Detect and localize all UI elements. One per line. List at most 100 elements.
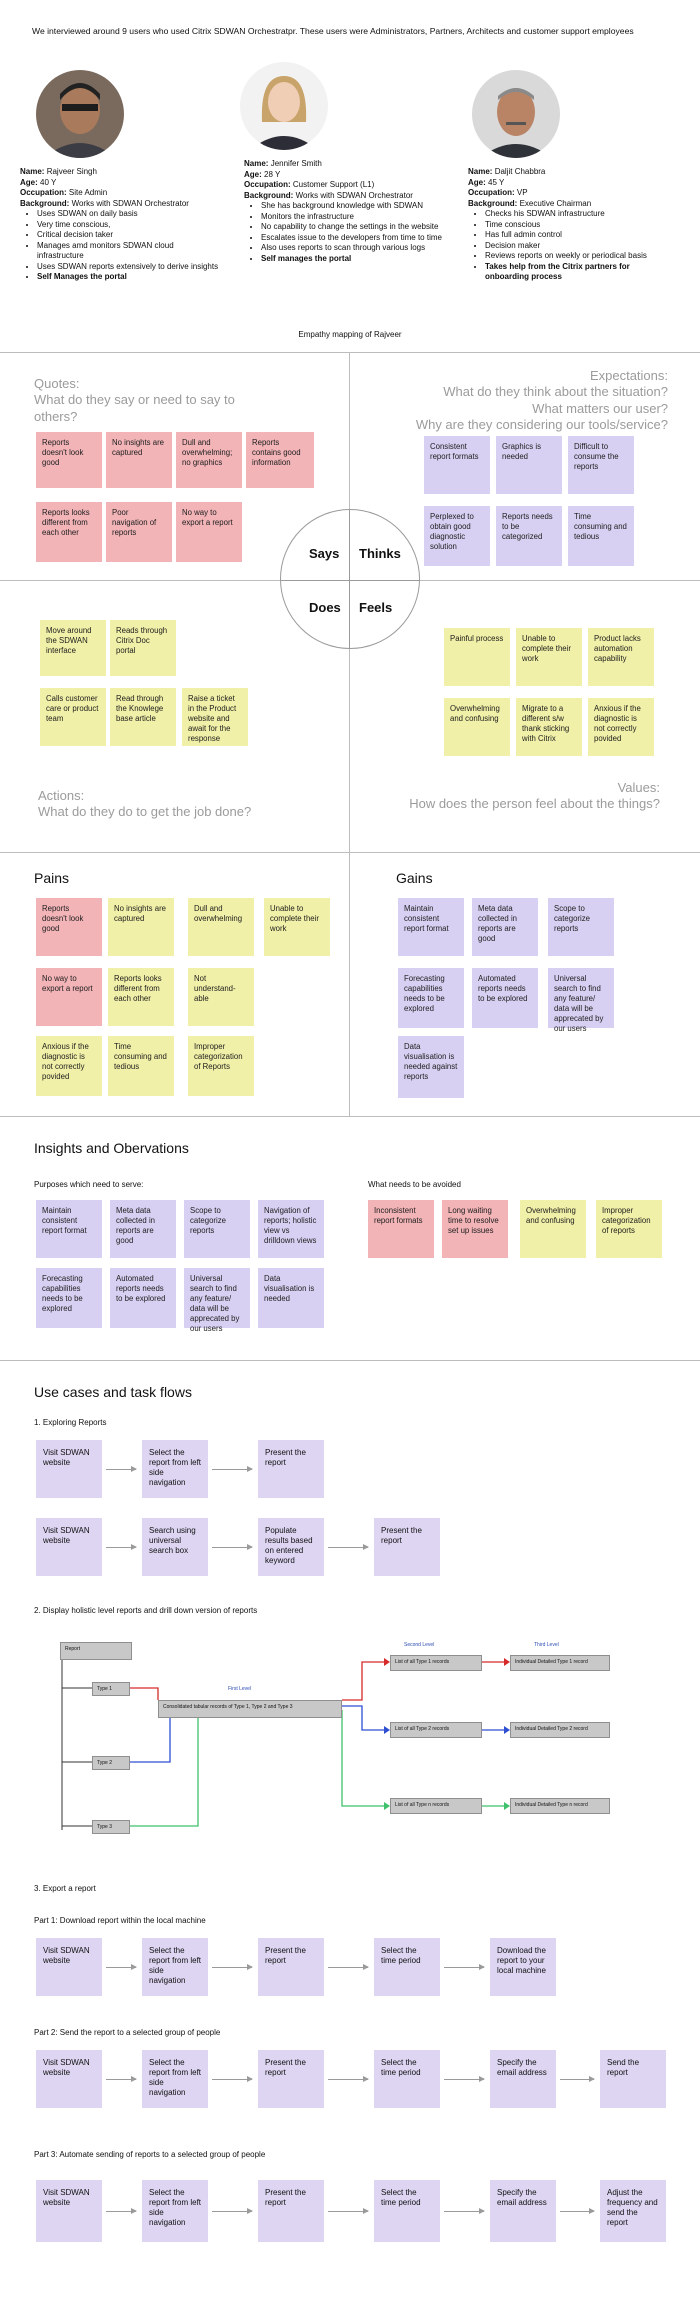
sticky-note: Meta data collected in reports are good bbox=[472, 898, 538, 956]
flow-step: Present the report bbox=[258, 1938, 324, 1996]
avatar bbox=[240, 62, 328, 150]
sticky-note: Consistent report formats bbox=[424, 436, 490, 494]
does-label: Does bbox=[309, 600, 341, 615]
avoided-title: What needs to be avoided bbox=[368, 1180, 461, 1189]
insights-title: Insights and Obervations bbox=[34, 1140, 189, 1156]
diagram-list-box: List of all Type n records bbox=[390, 1798, 482, 1814]
thinks-label: Thinks bbox=[359, 546, 401, 561]
sticky-note: Scope to categorize reports bbox=[184, 1200, 250, 1258]
sticky-note: No way to export a report bbox=[36, 968, 102, 1026]
sticky-note: No way to export a report bbox=[176, 502, 242, 562]
sticky-note: Reports needs to be categorized bbox=[496, 506, 562, 566]
quotes-title: Quotes: What do they say or need to say … bbox=[34, 376, 235, 424]
diagram-report-box: Report bbox=[60, 1642, 132, 1660]
avatar-photo-icon bbox=[36, 70, 124, 158]
diagram-list-box: List of all Type 1 records bbox=[390, 1655, 482, 1671]
arrow-icon bbox=[560, 2208, 595, 2214]
flow-step: Adjust the frequency and send the report bbox=[600, 2180, 666, 2242]
first-level-label: First Level bbox=[228, 1686, 252, 1692]
sticky-note: Reports doesn't look good bbox=[36, 432, 102, 488]
sticky-note: Forecasting capabilities needs to be exp… bbox=[36, 1268, 102, 1328]
part1-title: Part 1: Download report within the local… bbox=[34, 1916, 206, 1925]
diagram-detail-box: Individual Detailed Type 2 record bbox=[510, 1722, 610, 1738]
drilldown-diagram bbox=[61, 1650, 510, 1830]
divider bbox=[280, 580, 420, 581]
sticky-note: Painful process bbox=[444, 628, 510, 686]
flow-step: Select the time period bbox=[374, 2180, 440, 2242]
sticky-note: Difficult to consume the reports bbox=[568, 436, 634, 494]
arrow-icon bbox=[328, 2076, 369, 2082]
usecases-title: Use cases and task flows bbox=[34, 1384, 192, 1400]
flow1-title: 1. Exploring Reports bbox=[34, 1418, 107, 1427]
arrow-icon bbox=[106, 1466, 137, 1472]
sticky-note: Time consuming and tedious bbox=[108, 1036, 174, 1096]
sticky-note: Reads through Citrix Doc portal bbox=[110, 620, 176, 676]
sticky-note: Universal search to find any feature/ da… bbox=[184, 1268, 250, 1333]
sticky-note: Graphics is needed bbox=[496, 436, 562, 494]
arrow-icon bbox=[106, 1544, 137, 1550]
flow-step: Select the report from left side navigat… bbox=[142, 2050, 208, 2108]
divider bbox=[349, 852, 350, 1116]
sticky-note: Unable to complete their work bbox=[264, 898, 330, 956]
purposes-title: Purposes which need to serve: bbox=[34, 1180, 144, 1189]
diagram-consolidated-box: Consolidated tabular records of Type 1, … bbox=[158, 1700, 342, 1718]
flow-step: Select the report from left side navigat… bbox=[142, 1938, 208, 1996]
flow-step: Select the time period bbox=[374, 1938, 440, 1996]
flow-step: Visit SDWAN website bbox=[36, 2180, 102, 2242]
sticky-note: Calls customer care or product team bbox=[40, 688, 106, 746]
feels-label: Feels bbox=[359, 600, 393, 615]
sticky-note: Long waiting time to resolve set up issu… bbox=[442, 1200, 508, 1258]
flow-step: Visit SDWAN website bbox=[36, 1518, 102, 1576]
expectations-title: Expectations: What do they think about t… bbox=[415, 368, 668, 432]
sticky-note: Maintain consistent report format bbox=[398, 898, 464, 956]
diagram-list-box: List of all Type 2 records bbox=[390, 1722, 482, 1738]
arrow-icon bbox=[212, 2208, 253, 2214]
sticky-note: Improper categorization of Reports bbox=[188, 1036, 254, 1096]
arrow-icon bbox=[444, 2208, 485, 2214]
persona-jennifer: Name: Jennifer Smith Age: 28 Y Occupatio… bbox=[240, 62, 444, 264]
sticky-note: Poor navigation of reports bbox=[106, 502, 172, 562]
part3-title: Part 3: Automate sending of reports to a… bbox=[34, 2150, 266, 2159]
sticky-note: Anxious if the diagnostic is not correct… bbox=[588, 698, 654, 756]
flow-step: Select the report from left side navigat… bbox=[142, 2180, 208, 2242]
sticky-note: Scope to categorize reports bbox=[548, 898, 614, 956]
flow-step: Visit SDWAN website bbox=[36, 1440, 102, 1498]
arrow-icon bbox=[560, 2076, 595, 2082]
sticky-note: No insights are captured bbox=[108, 898, 174, 956]
flow-step: Populate results based on entered keywor… bbox=[258, 1518, 324, 1576]
sticky-note: Navigation of reports; holistic view vs … bbox=[258, 1200, 324, 1258]
flow-step: Search using universal search box bbox=[142, 1518, 208, 1576]
sticky-note: Automated reports needs to be explored bbox=[110, 1268, 176, 1328]
intro-text: We interviewed around 9 users who used C… bbox=[32, 26, 634, 36]
sticky-note: Not understand-able bbox=[188, 968, 254, 1026]
flow-step: Visit SDWAN website bbox=[36, 1938, 102, 1996]
sticky-note: Improper categorization of reports bbox=[596, 1200, 662, 1258]
sticky-note: Inconsistent report formats bbox=[368, 1200, 434, 1258]
arrow-icon bbox=[106, 2208, 137, 2214]
arrow-icon bbox=[106, 2076, 137, 2082]
flow3-title: 3. Export a report bbox=[34, 1884, 96, 1893]
avatar-photo-icon bbox=[472, 70, 560, 158]
divider bbox=[0, 352, 700, 353]
persona-daljit: Name: Daljit Chabbra Age: 45 Y Occupatio… bbox=[468, 70, 668, 283]
arrow-icon bbox=[212, 1466, 253, 1472]
values-title: Values: How does the person feel about t… bbox=[409, 780, 660, 812]
sticky-note: No insights are captured bbox=[106, 432, 172, 488]
sticky-note: Forecasting capabilities needs to be exp… bbox=[398, 968, 464, 1028]
flow-step: Select the report from left side navigat… bbox=[142, 1440, 208, 1498]
sticky-note: Overwhelming and confusing bbox=[444, 698, 510, 756]
diagram-type-box: Type 3 bbox=[92, 1820, 130, 1834]
sticky-note: Overwhelming and confusing bbox=[520, 1200, 586, 1258]
sticky-note: Raise a ticket in the Product website an… bbox=[182, 688, 248, 746]
avatar bbox=[36, 70, 124, 158]
sticky-note: Reports contains good information bbox=[246, 432, 314, 488]
sticky-note: Move around the SDWAN interface bbox=[40, 620, 106, 676]
divider bbox=[0, 1360, 700, 1361]
pains-title: Pains bbox=[34, 870, 70, 886]
diagram-type-box: Type 1 bbox=[92, 1682, 130, 1696]
sticky-note: Anxious if the diagnostic is not correct… bbox=[36, 1036, 102, 1096]
avatar-photo-icon bbox=[240, 62, 328, 150]
flow-step: Specify the email address bbox=[490, 2180, 556, 2242]
third-level-label: Third Level bbox=[534, 1642, 559, 1648]
divider bbox=[0, 852, 700, 853]
